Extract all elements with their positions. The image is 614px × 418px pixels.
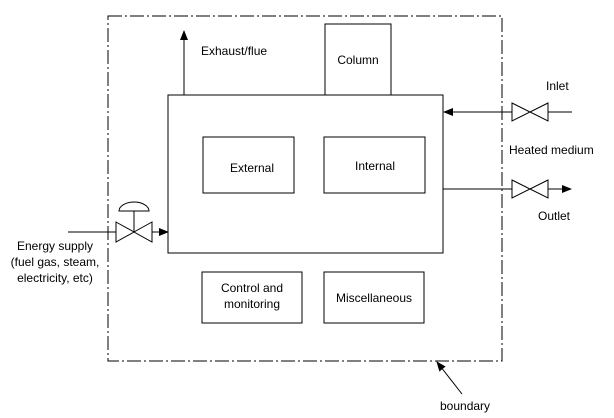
boundary-pointer-arrow <box>436 361 463 395</box>
column-box <box>324 23 392 96</box>
energy-supply-label-line2: (fuel gas, steam, <box>11 255 100 269</box>
energy-supply-label-line3: electricity, etc) <box>17 271 93 285</box>
inlet-valve-icon <box>511 102 549 122</box>
external-box <box>202 136 295 194</box>
control-label-line2: monitoring <box>224 297 280 311</box>
outlet-label: Outlet <box>538 209 571 223</box>
miscellaneous-box <box>323 271 425 324</box>
internal-label: Internal <box>355 159 395 173</box>
energy-supply-label-line1: Energy supply <box>17 239 93 253</box>
outlet-valve-icon <box>511 179 549 199</box>
inlet-label: Inlet <box>546 79 569 93</box>
external-label: External <box>230 161 274 175</box>
control-box <box>201 271 303 324</box>
heated-medium-label: Heated medium <box>509 143 594 157</box>
exhaust-label: Exhaust/flue <box>201 44 267 58</box>
system-boundary <box>107 15 503 362</box>
column-label: Column <box>337 53 378 67</box>
boundary-label: boundary <box>440 399 490 413</box>
control-label-line1: Control and <box>221 281 283 295</box>
internal-box <box>323 136 426 194</box>
control-valve-icon <box>115 201 153 243</box>
miscellaneous-label: Miscellaneous <box>336 291 412 305</box>
